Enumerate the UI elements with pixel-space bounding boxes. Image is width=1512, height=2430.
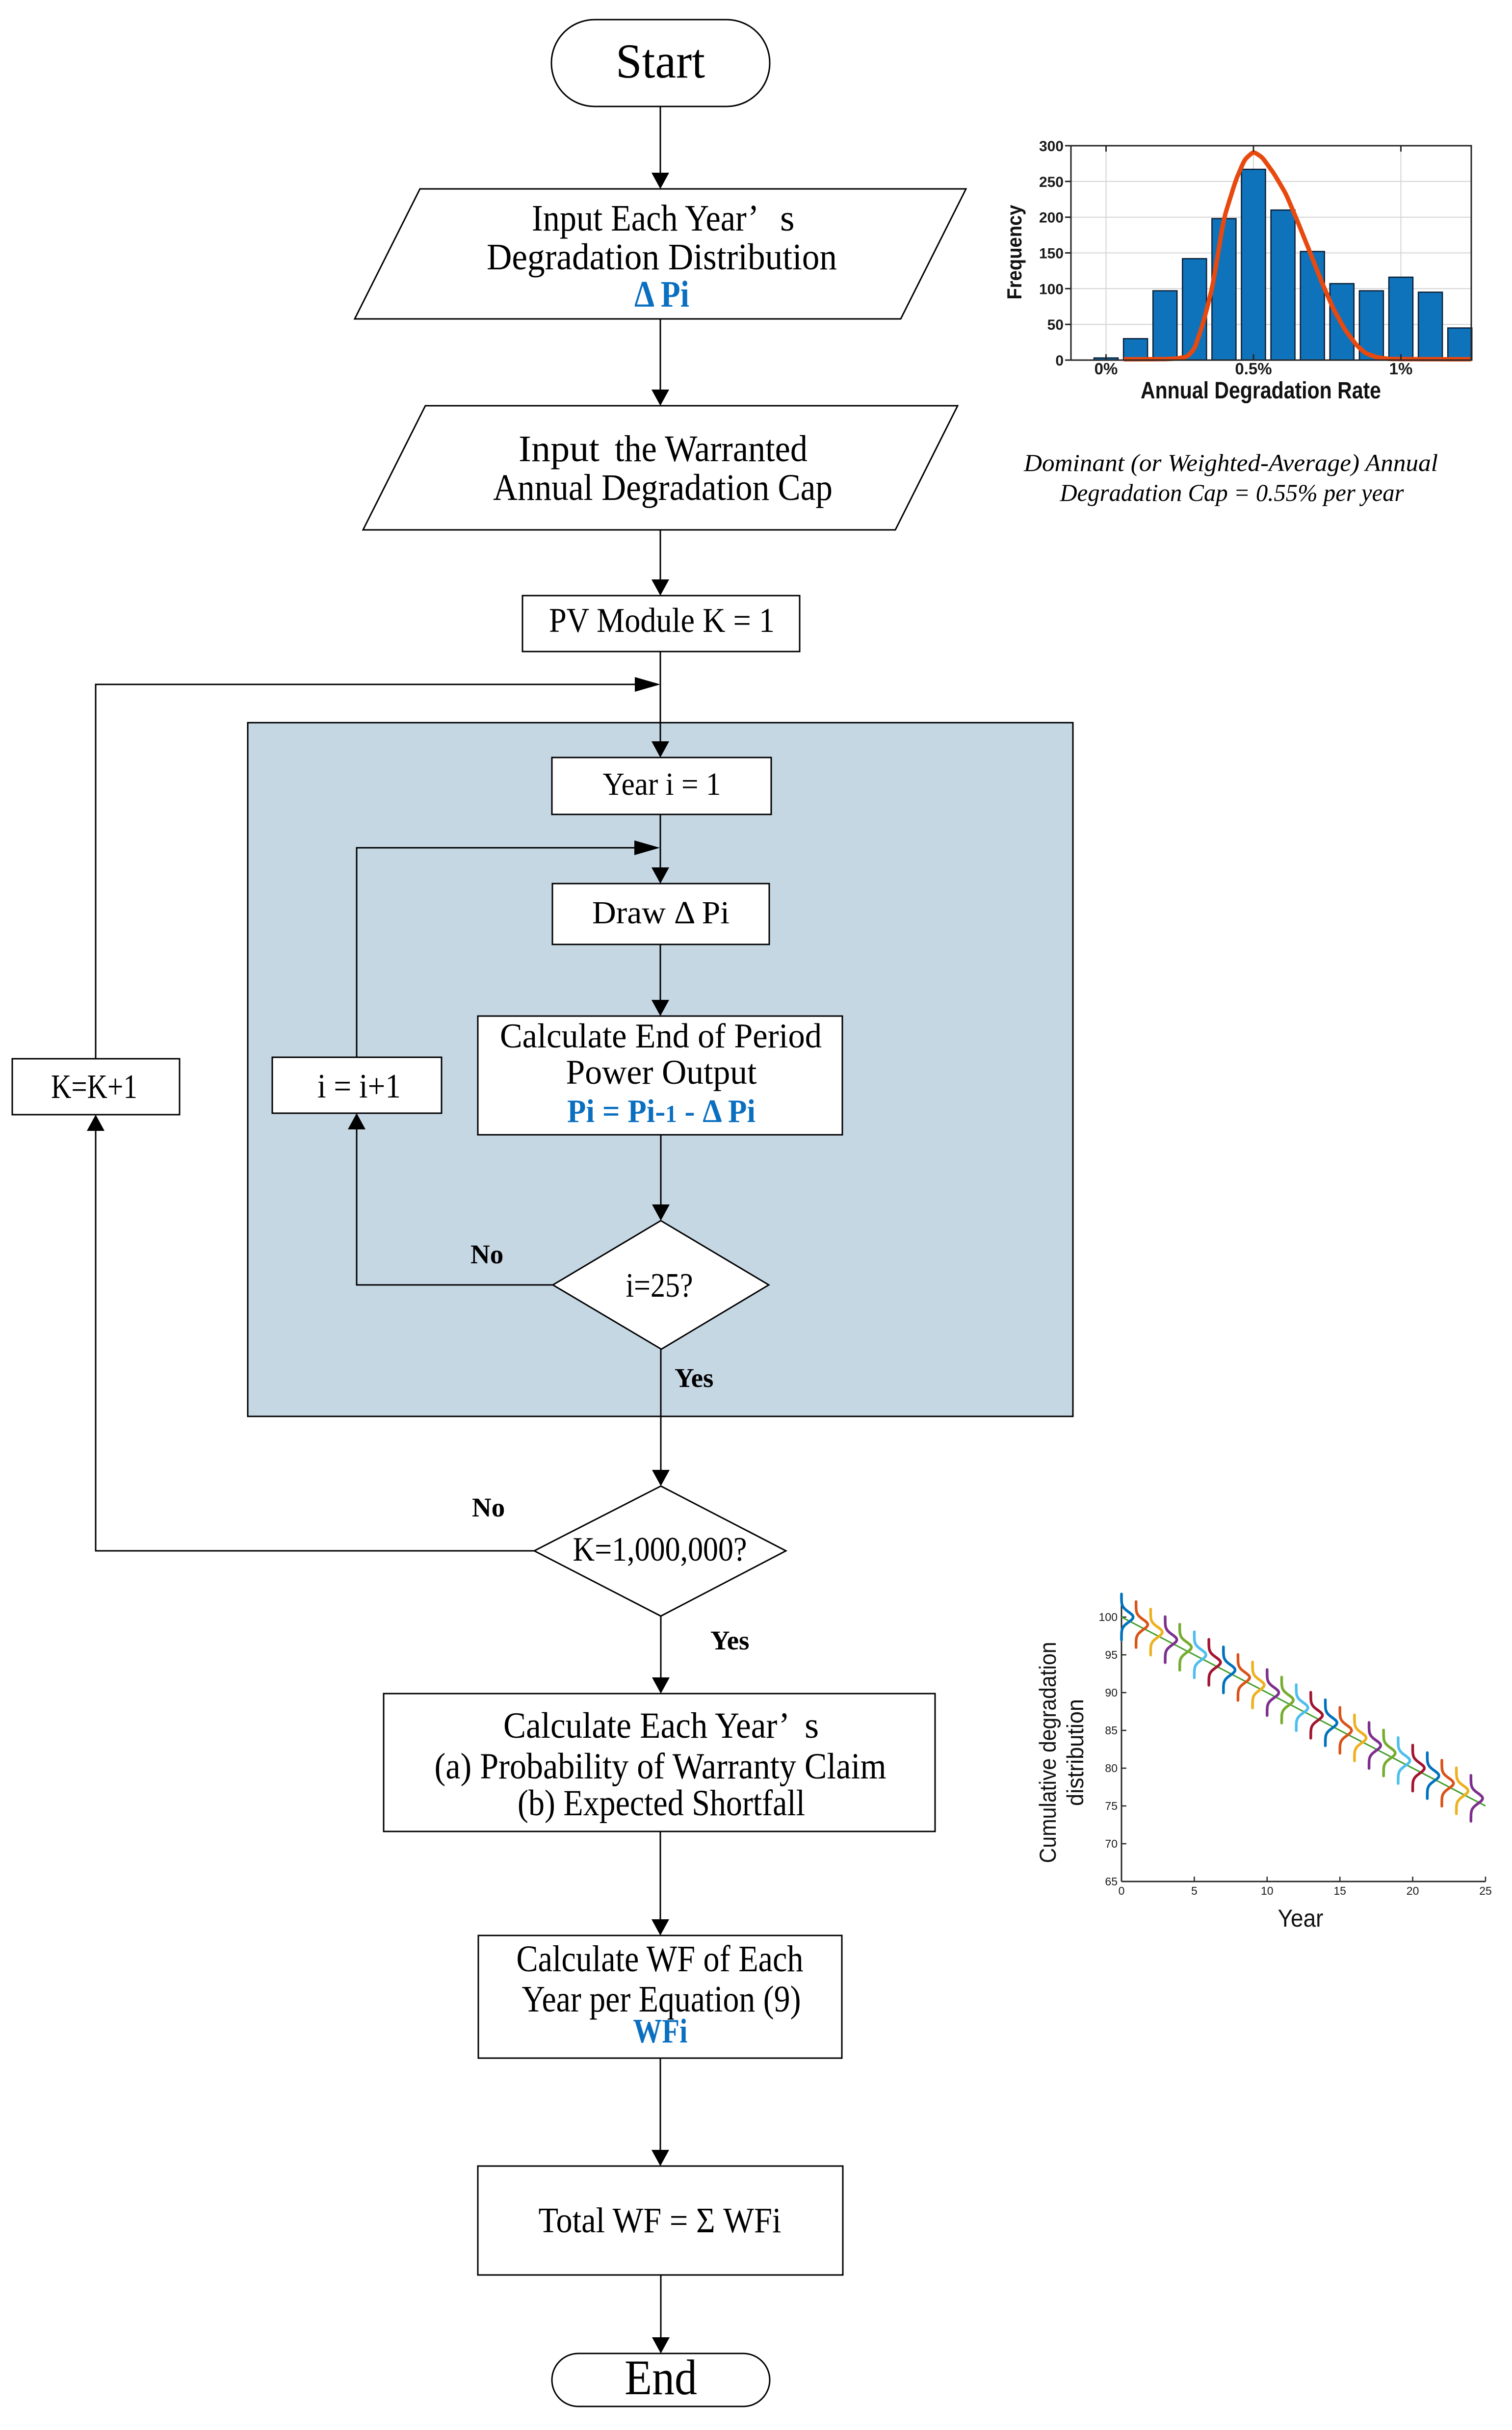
- svg-text:5: 5: [1191, 1884, 1198, 1897]
- svg-text:0: 0: [1055, 353, 1064, 369]
- svg-text:1%: 1%: [1389, 360, 1413, 378]
- svg-text:50: 50: [1047, 317, 1064, 333]
- svg-text:Start: Start: [616, 34, 705, 88]
- svg-text:300: 300: [1039, 138, 1064, 155]
- svg-text:75: 75: [1105, 1800, 1118, 1812]
- svg-text:200: 200: [1039, 210, 1064, 226]
- svg-text:Dominant (or Weighted-Average): Dominant (or Weighted-Average) Annual: [1023, 449, 1438, 476]
- svg-text:85: 85: [1105, 1724, 1118, 1737]
- svg-text:s: s: [805, 1705, 819, 1746]
- svg-text:250: 250: [1039, 174, 1064, 190]
- svg-text:80: 80: [1105, 1762, 1118, 1775]
- svg-text:20: 20: [1407, 1884, 1419, 1897]
- svg-text:the Warranted: the Warranted: [615, 428, 808, 470]
- svg-text:65: 65: [1105, 1875, 1118, 1888]
- svg-text:100: 100: [1099, 1611, 1118, 1623]
- svg-text:10: 10: [1261, 1884, 1274, 1897]
- svg-text:25: 25: [1479, 1884, 1492, 1897]
- svg-text:Calculate Each Year’: Calculate Each Year’: [503, 1705, 790, 1746]
- svg-text:Annual Degradation Cap: Annual Degradation Cap: [493, 467, 833, 508]
- svg-text:Power Output: Power Output: [566, 1053, 757, 1092]
- svg-text:s: s: [780, 198, 795, 239]
- svg-text:PV Module K = 1: PV Module K = 1: [549, 601, 775, 640]
- svg-text:0.5%: 0.5%: [1235, 360, 1272, 378]
- svg-text:No: No: [470, 1239, 503, 1269]
- svg-text:Input Each Year’: Input Each Year’: [532, 198, 759, 239]
- svg-text:Total WF = Σ WFi: Total WF = Σ WFi: [539, 2200, 782, 2240]
- svg-text:150: 150: [1039, 246, 1064, 262]
- svg-text:Cumulative degradation: Cumulative degradation: [1035, 1642, 1061, 1863]
- svg-text:90: 90: [1105, 1686, 1118, 1699]
- svg-text:End: End: [625, 2350, 697, 2405]
- svg-text:Frequency: Frequency: [1003, 205, 1026, 300]
- svg-text:Δ Pi: Δ Pi: [634, 274, 689, 315]
- svg-text:Calculate End of Period: Calculate End of Period: [500, 1017, 822, 1055]
- svg-text:i=25?: i=25?: [626, 1267, 693, 1305]
- svg-text:Yes: Yes: [675, 1363, 713, 1393]
- svg-text:Degradation Distribution: Degradation Distribution: [487, 236, 837, 278]
- svg-text:Year: Year: [1278, 1905, 1324, 1932]
- svg-text:i = i+1: i = i+1: [317, 1068, 401, 1105]
- svg-text:WFi: WFi: [633, 2012, 688, 2050]
- svg-text:0%: 0%: [1095, 360, 1118, 378]
- svg-text:No: No: [472, 1492, 505, 1522]
- svg-text:K=K+1: K=K+1: [51, 1068, 137, 1106]
- svg-text:95: 95: [1105, 1648, 1118, 1661]
- svg-text:15: 15: [1333, 1884, 1346, 1897]
- svg-text:Pi = Pi-1 - Δ Pi: Pi = Pi-1 - Δ Pi: [567, 1093, 756, 1129]
- svg-text:0: 0: [1119, 1884, 1125, 1897]
- svg-text:70: 70: [1105, 1837, 1118, 1850]
- svg-text:Yes: Yes: [710, 1625, 749, 1655]
- svg-text:Year i = 1: Year i = 1: [603, 766, 721, 802]
- svg-text:Degradation Cap = 0.55% per ye: Degradation Cap = 0.55% per year: [1060, 479, 1404, 506]
- svg-text:(b) Expected Shortfall: (b) Expected Shortfall: [518, 1783, 805, 1824]
- svg-text:Year per Equation (9): Year per Equation (9): [522, 1979, 801, 2020]
- svg-text:100: 100: [1039, 281, 1064, 297]
- svg-text:K=1,000,000?: K=1,000,000?: [573, 1531, 747, 1568]
- svg-text:(a) Probability of Warranty Cl: (a) Probability of Warranty Claim: [435, 1746, 886, 1787]
- svg-text:Input: Input: [519, 428, 600, 470]
- svg-text:distribution: distribution: [1062, 1699, 1088, 1806]
- svg-text:Calculate WF of Each: Calculate WF of Each: [517, 1938, 804, 1980]
- svg-text:Draw Δ Pi: Draw Δ Pi: [592, 895, 730, 931]
- svg-text:Annual Degradation Rate: Annual Degradation Rate: [1141, 378, 1381, 404]
